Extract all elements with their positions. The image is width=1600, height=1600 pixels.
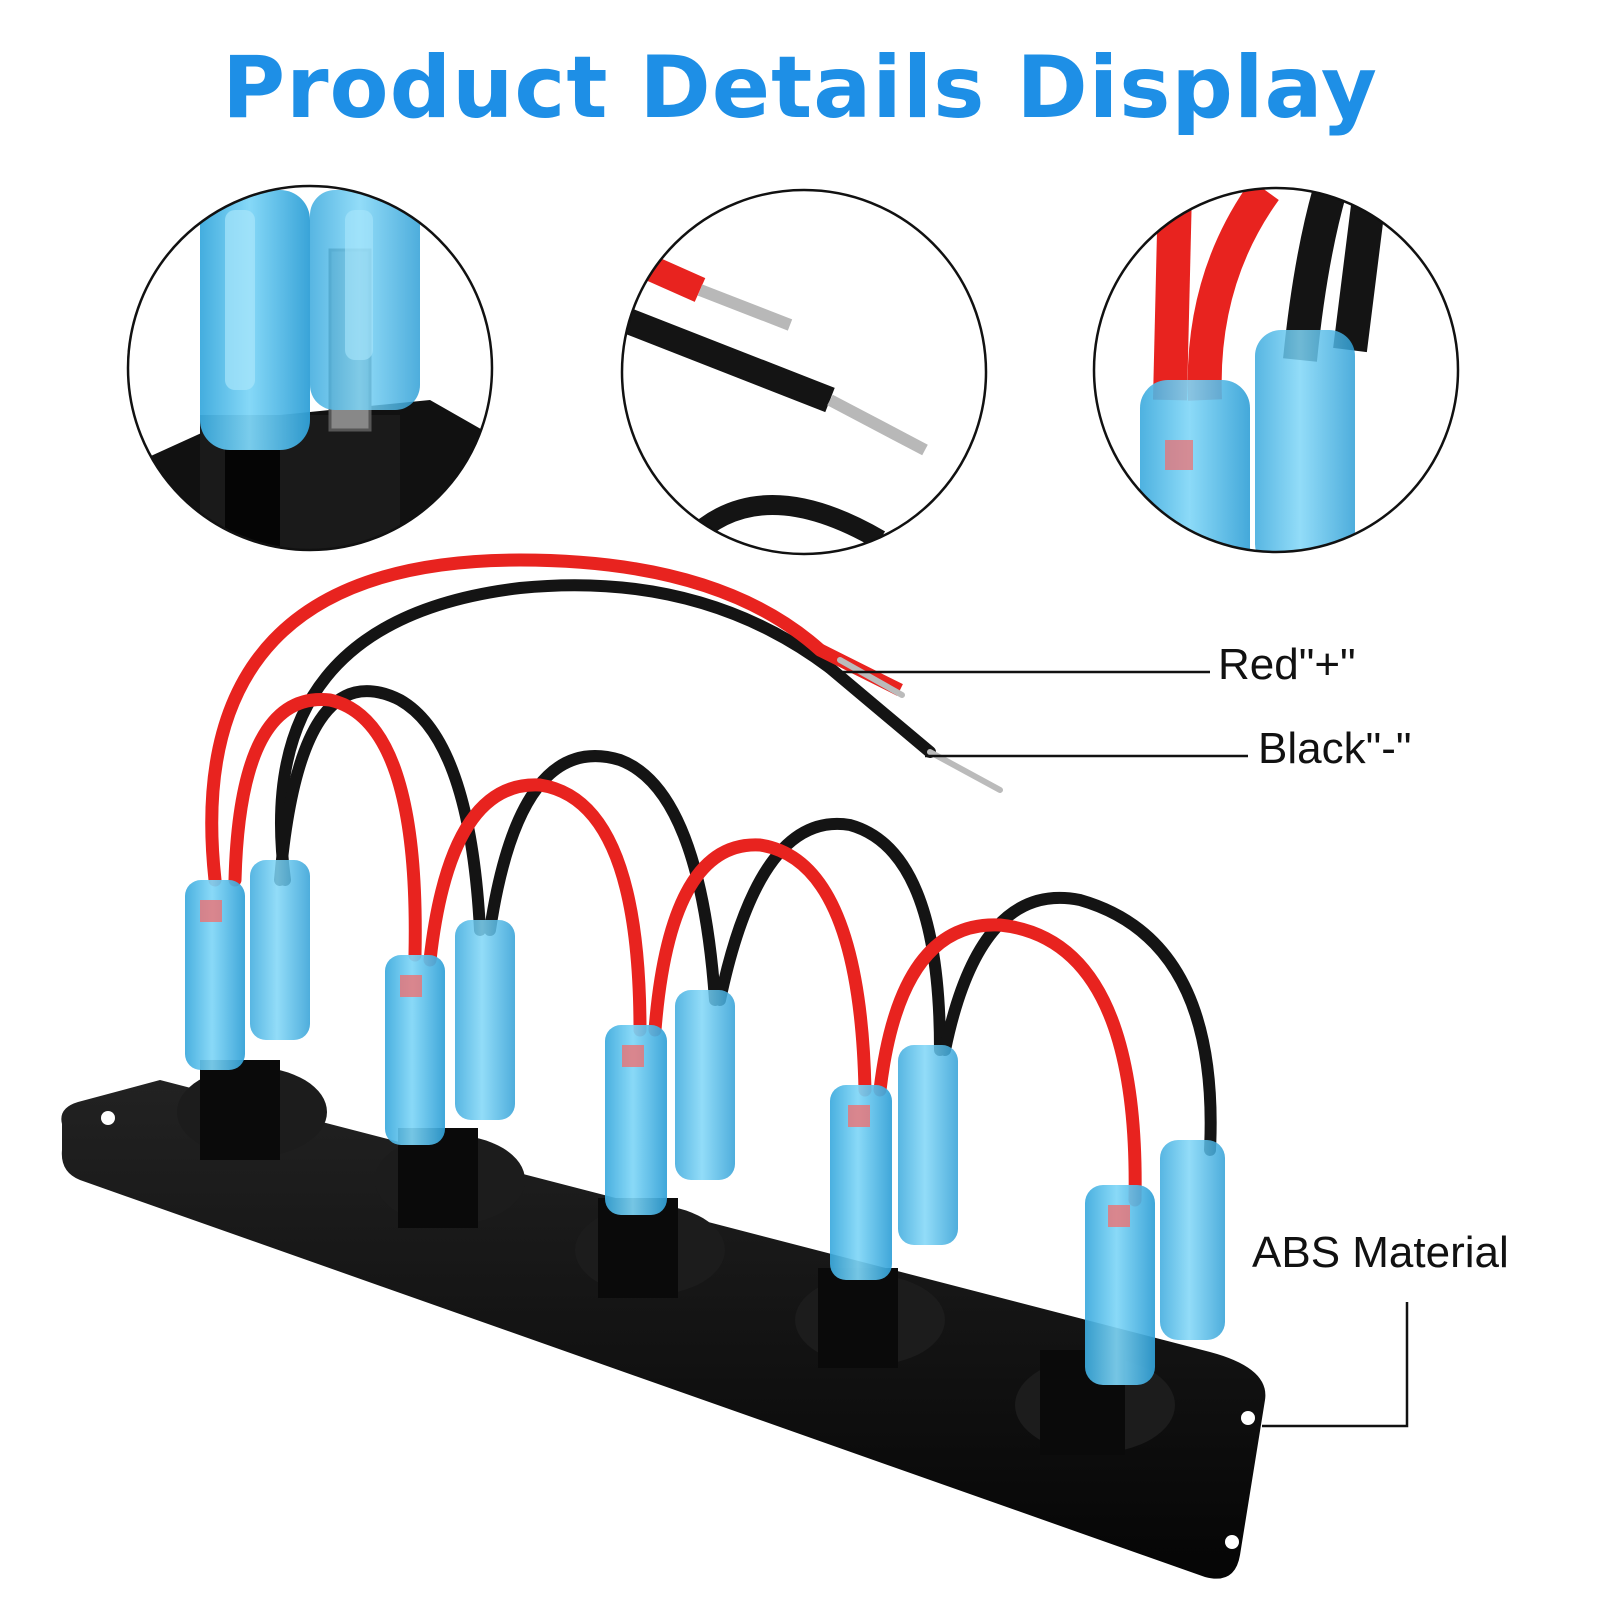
black-negative-label: Black"-" [1258, 724, 1412, 773]
detail-circle-connector [126, 184, 494, 552]
switch-panel [61, 1080, 1266, 1579]
connectors [185, 860, 1225, 1385]
wires [205, 553, 1217, 1207]
switch-3 [575, 1198, 725, 1298]
red-positive-label: Red"+" [1218, 640, 1356, 689]
callout-lines [840, 670, 1409, 1428]
detail-circle-wire-ends [620, 188, 988, 556]
switch-4 [795, 1268, 945, 1368]
switch-1 [177, 1060, 327, 1160]
page-title: Product Details Display [222, 38, 1378, 138]
detail-circle-wire-connector [1092, 186, 1460, 554]
abs-material-label: ABS Material [1252, 1228, 1509, 1277]
